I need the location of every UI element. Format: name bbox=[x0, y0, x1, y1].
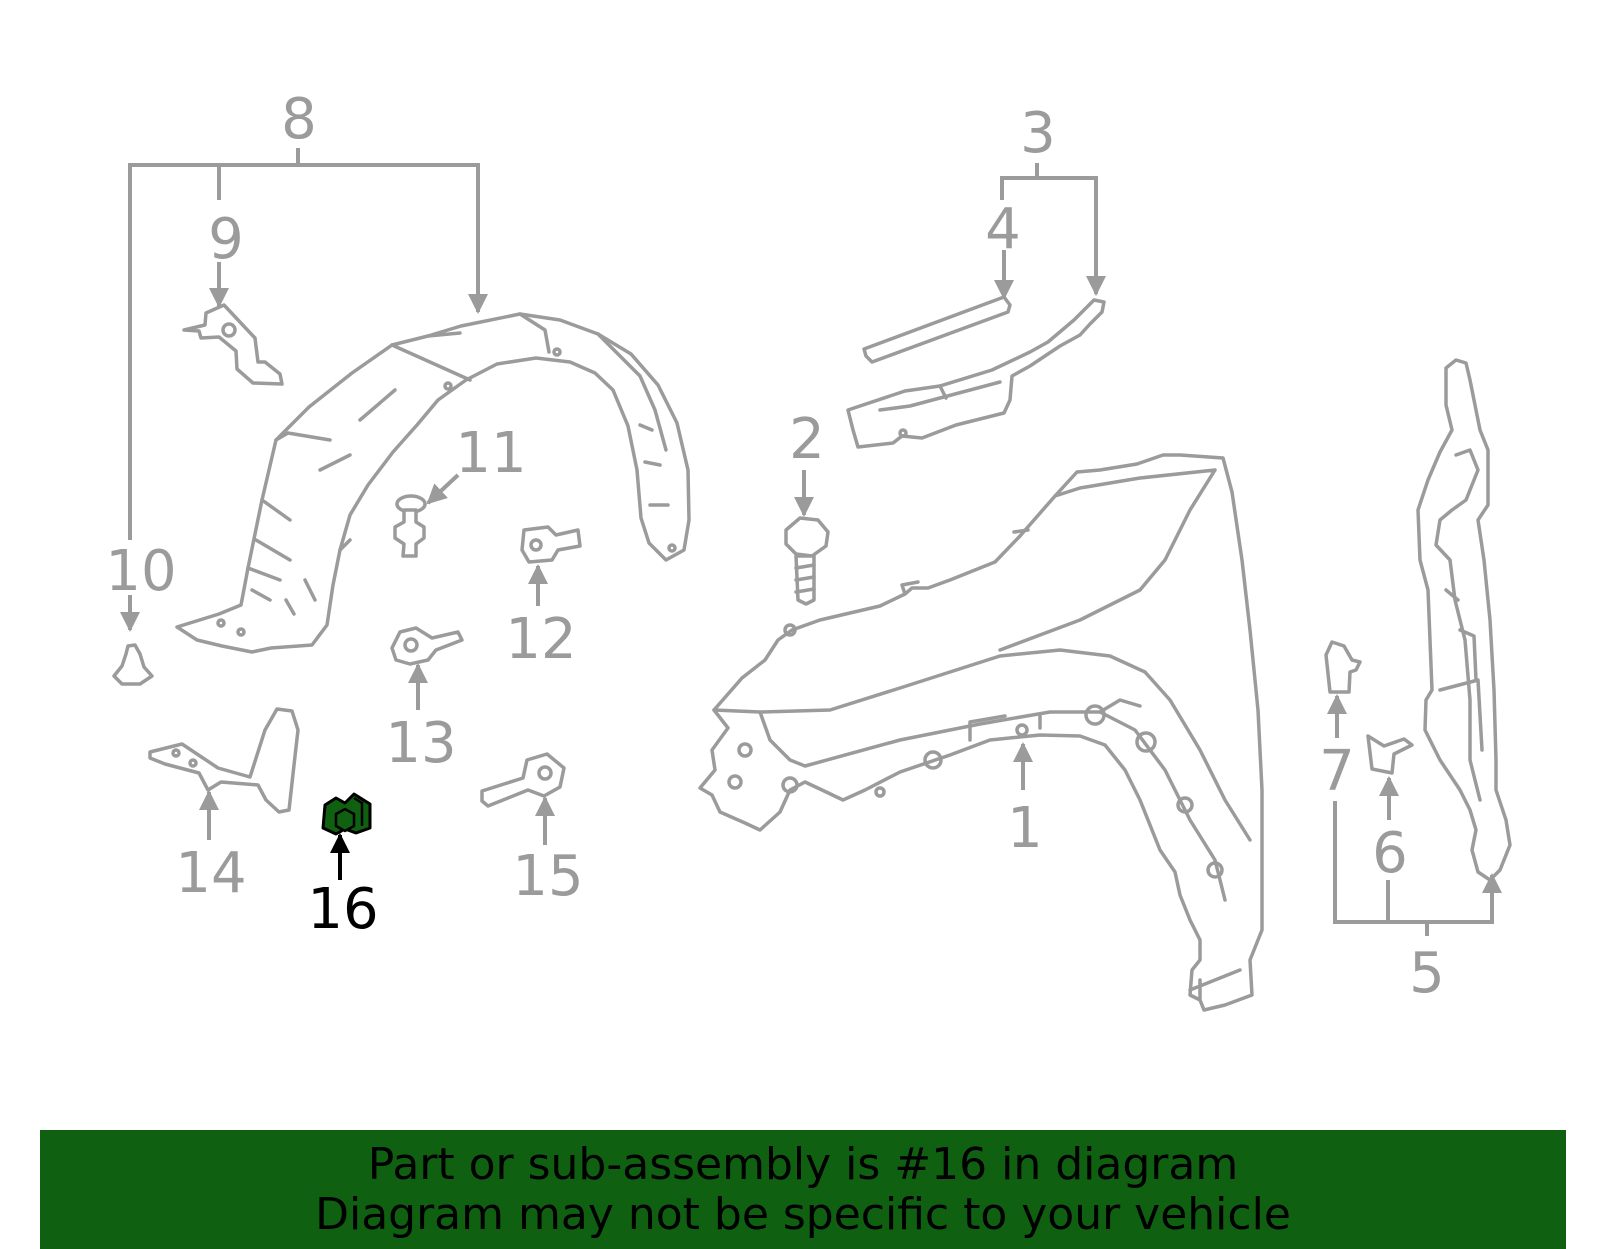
callout-8: 8 bbox=[281, 87, 317, 152]
part-15-bolt[interactable] bbox=[480, 752, 566, 845]
callout-7: 7 bbox=[1319, 739, 1355, 804]
part-8-fender-liner[interactable] bbox=[175, 312, 691, 654]
bracket-8 bbox=[128, 148, 488, 540]
part-6-pin[interactable] bbox=[1366, 734, 1414, 820]
part-7-clip[interactable] bbox=[1324, 640, 1362, 738]
part-3-seal-assembly[interactable] bbox=[846, 298, 1106, 449]
info-banner: Part or sub-assembly is #16 in diagram D… bbox=[40, 1130, 1566, 1249]
callout-4: 4 bbox=[985, 197, 1021, 262]
callout-13: 13 bbox=[385, 711, 456, 776]
part-2-bolt[interactable] bbox=[784, 470, 830, 606]
callout-10: 10 bbox=[105, 539, 176, 604]
part-1-fender[interactable] bbox=[698, 453, 1264, 1012]
callout-11: 11 bbox=[455, 421, 526, 486]
part-5-panel[interactable] bbox=[1416, 358, 1512, 882]
callout-6: 6 bbox=[1372, 821, 1408, 886]
callout-12: 12 bbox=[505, 607, 576, 672]
callout-5: 5 bbox=[1409, 941, 1445, 1006]
banner-line-disclaimer: Diagram may not be specific to your vehi… bbox=[315, 1188, 1291, 1240]
part-9-bracket[interactable] bbox=[182, 262, 284, 386]
part-11-push-clip[interactable] bbox=[393, 473, 460, 558]
part-14-bracket[interactable] bbox=[148, 707, 300, 840]
part-12-grommet[interactable] bbox=[520, 525, 582, 606]
part-4-seal[interactable] bbox=[862, 250, 1014, 364]
callout-16: 16 bbox=[307, 877, 378, 942]
bracket-5 bbox=[1333, 801, 1502, 936]
callout-2: 2 bbox=[789, 407, 825, 472]
banner-line-part: Part or sub-assembly is #16 in diagram bbox=[367, 1138, 1239, 1190]
part-13-screw[interactable] bbox=[390, 626, 464, 710]
callout-1: 1 bbox=[1007, 796, 1043, 861]
callout-14: 14 bbox=[175, 841, 246, 906]
callout-15: 15 bbox=[512, 844, 583, 909]
part-16-nut[interactable] bbox=[321, 792, 372, 880]
bracket-3 bbox=[1000, 163, 1106, 296]
part-10-clip[interactable] bbox=[112, 595, 154, 686]
callout-9: 9 bbox=[208, 207, 244, 272]
callout-3: 3 bbox=[1020, 101, 1056, 166]
